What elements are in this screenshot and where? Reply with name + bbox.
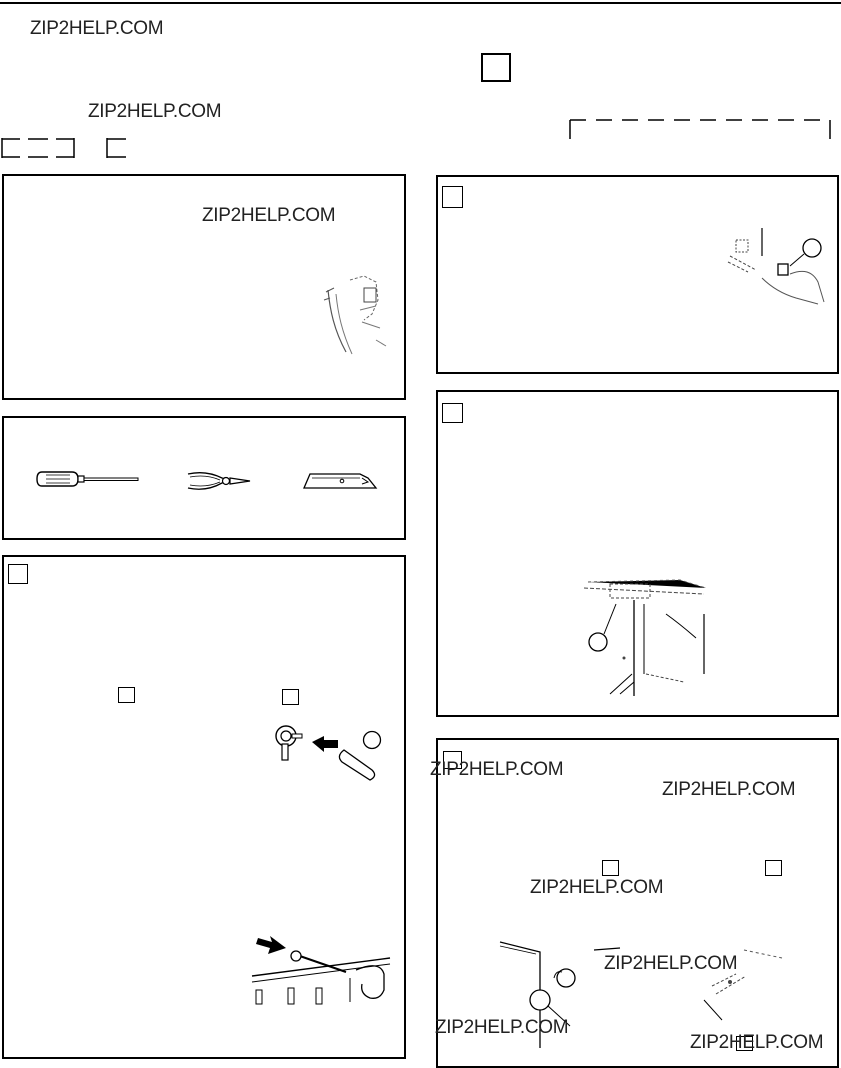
inline-ref-box (282, 689, 299, 705)
watermark-text: ZIP2HELP.COM (30, 18, 164, 39)
step-number-box (442, 186, 463, 208)
door-hinge-illustration (499, 941, 783, 1048)
watermark-text: ZIP2HELP.COM (690, 1032, 824, 1053)
panel-intro (2, 174, 406, 400)
watermark-text: ZIP2HELP.COM (530, 877, 664, 898)
watermark-text: ZIP2HELP.COM (604, 953, 738, 974)
panel-step-right-1 (436, 175, 839, 374)
hand-clip-illustration (727, 228, 825, 305)
dashed-bracket-right (569, 119, 831, 139)
cabinet-frame-illustration (583, 579, 707, 696)
pliers-icon (187, 472, 251, 490)
watermark-text: ZIP2HELP.COM (435, 1017, 569, 1038)
inline-ref-box (736, 1036, 753, 1051)
hinge-pin-illustration (275, 725, 382, 781)
inline-ref-box (118, 687, 135, 703)
inline-ref-box (765, 860, 782, 876)
panel-tools (2, 416, 406, 540)
watermark-text: ZIP2HELP.COM (430, 759, 564, 780)
top-rule (0, 2, 841, 4)
header-step-box (481, 53, 511, 82)
cabinet-rail-illustration (251, 936, 391, 1005)
step-number-box (442, 403, 463, 423)
hand-sketch-illustration (323, 275, 387, 355)
step-number-box (443, 751, 462, 769)
watermark-text: ZIP2HELP.COM (202, 205, 336, 226)
utility-knife-icon (303, 473, 378, 489)
watermark-text: ZIP2HELP.COM (662, 779, 796, 800)
panel-step-left (2, 555, 406, 1059)
inline-ref-box (602, 860, 619, 876)
panel-step-right-2 (436, 390, 839, 717)
panel-step-right-3 (436, 738, 839, 1068)
dashed-bracket-left (1, 138, 126, 158)
screwdriver-icon (36, 471, 139, 487)
step-number-box (8, 564, 28, 584)
watermark-text: ZIP2HELP.COM (88, 101, 222, 122)
